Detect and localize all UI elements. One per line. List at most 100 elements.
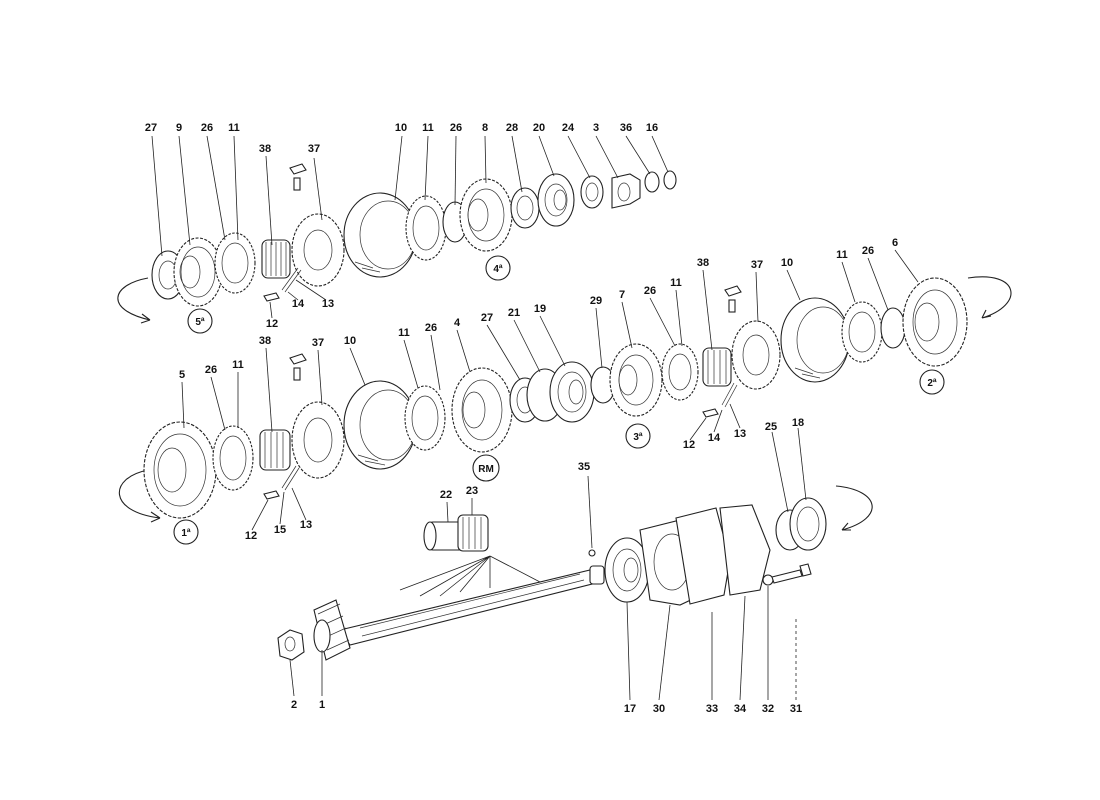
- part-31-bolt: [771, 563, 812, 584]
- label-13: 13: [300, 519, 312, 531]
- part-9-gear: [173, 237, 223, 307]
- part-7-gear: [609, 343, 663, 417]
- label-11: 11: [398, 327, 410, 339]
- part-37-synchro-hub: [291, 213, 345, 287]
- label-29: 29: [590, 295, 602, 307]
- label-12: 12: [245, 530, 257, 542]
- bottom-labels: 22 23 35 25 18 2 1 17 30 33 34 32 31: [289, 417, 807, 715]
- part-10-sleeve-mid: [343, 380, 417, 470]
- part-8-gear: [459, 178, 513, 252]
- middle-shaft-assembly: [118, 276, 1012, 523]
- badge-4th: 4ª: [493, 264, 503, 275]
- middle-row-labels: 5 26 11 38 37 10 11 26 4 27 21 19 12 15 …: [173, 237, 945, 545]
- rotation-arrow-1st: [118, 469, 161, 523]
- label-5: 5: [179, 369, 185, 381]
- label-10: 10: [395, 122, 407, 134]
- label-10: 10: [781, 257, 793, 269]
- label-10: 10: [344, 335, 356, 347]
- part-38-needle-bearing: [261, 239, 291, 279]
- part-11-ring-mid: [404, 385, 446, 451]
- label-7: 7: [619, 289, 625, 301]
- part-10-sleeve: [343, 192, 417, 278]
- part-26-cone-right: [880, 307, 906, 349]
- part-32-washer: [762, 574, 774, 586]
- label-37: 37: [308, 143, 320, 155]
- label-37: 37: [312, 337, 324, 349]
- label-9: 9: [176, 122, 182, 134]
- part-11-ring-right: [841, 301, 883, 363]
- label-12: 12: [266, 318, 278, 330]
- part-38-bearing-mid: [259, 429, 291, 471]
- label-31: 31: [790, 703, 802, 715]
- part-33-gasket: [675, 507, 731, 605]
- label-24: 24: [562, 122, 575, 134]
- badge-5th: 5ª: [195, 317, 205, 328]
- label-21: 21: [508, 307, 520, 319]
- part-18-bearing: [789, 497, 827, 551]
- part-11-synchro-ring: [405, 195, 447, 261]
- label-14: 14: [292, 298, 305, 310]
- label-22: 22: [440, 489, 452, 501]
- top-row-labels: 27 9 26 11 38 37 10 11 26 8 28 20 24 3 3…: [145, 122, 669, 334]
- label-2: 2: [291, 699, 297, 711]
- part-4-gear: [451, 367, 513, 453]
- rotation-arrow-2nd: [967, 276, 1012, 319]
- label-15: 15: [274, 524, 286, 536]
- label-26: 26: [644, 285, 656, 297]
- label-11: 11: [422, 122, 434, 134]
- part-16-circlip: [663, 170, 677, 190]
- label-26: 26: [205, 364, 217, 376]
- label-30: 30: [653, 703, 665, 715]
- rotation-arrow-5th: [117, 277, 151, 324]
- part-20-bearing: [537, 173, 575, 227]
- label-8: 8: [482, 122, 488, 134]
- part-6-gear: [902, 277, 968, 367]
- label-19: 19: [534, 303, 546, 315]
- label-13: 13: [734, 428, 746, 440]
- part-17-bearing: [604, 537, 650, 603]
- label-37: 37: [751, 259, 763, 271]
- label-11: 11: [836, 249, 848, 261]
- part-3-nut: [611, 173, 641, 209]
- label-34: 34: [734, 703, 747, 715]
- part-10-sleeve-right: [780, 297, 850, 383]
- label-13: 13: [322, 298, 334, 310]
- label-27: 27: [145, 122, 157, 134]
- part-28-spacer: [510, 187, 540, 229]
- label-16: 16: [646, 122, 658, 134]
- label-11: 11: [670, 277, 682, 289]
- label-28: 28: [506, 122, 518, 134]
- parts-detent-mid: [263, 285, 742, 500]
- top-shaft-assembly: [117, 163, 677, 324]
- label-6: 6: [892, 237, 898, 249]
- rotation-arrow-pinion: [835, 485, 873, 531]
- label-17: 17: [624, 703, 636, 715]
- label-32: 32: [762, 703, 774, 715]
- label-38: 38: [259, 335, 271, 347]
- label-26: 26: [201, 122, 213, 134]
- part-34-cover: [719, 504, 771, 596]
- label-23: 23: [466, 485, 478, 497]
- label-36: 36: [620, 122, 632, 134]
- label-11: 11: [232, 359, 244, 371]
- part-19-bearing: [549, 361, 595, 423]
- part-2-nut: [277, 629, 305, 661]
- part-26-11-ring-right: [661, 343, 699, 401]
- parts-12-13-14-detent: [263, 163, 307, 302]
- badge-2nd: 2ª: [927, 378, 937, 389]
- label-38: 38: [697, 257, 709, 269]
- label-26: 26: [862, 245, 874, 257]
- spline-pointer-lines: [399, 555, 541, 597]
- badge-3rd: 3ª: [633, 432, 643, 443]
- part-26-11-ring-mid: [212, 425, 254, 491]
- label-3: 3: [593, 122, 599, 134]
- label-38: 38: [259, 143, 271, 155]
- label-12: 12: [683, 439, 695, 451]
- label-27: 27: [481, 312, 493, 324]
- badge-reverse: RM: [478, 464, 494, 475]
- label-26: 26: [450, 122, 462, 134]
- label-11: 11: [228, 122, 240, 134]
- label-1: 1: [319, 699, 325, 711]
- part-22-23-needle-bearing: [423, 514, 489, 552]
